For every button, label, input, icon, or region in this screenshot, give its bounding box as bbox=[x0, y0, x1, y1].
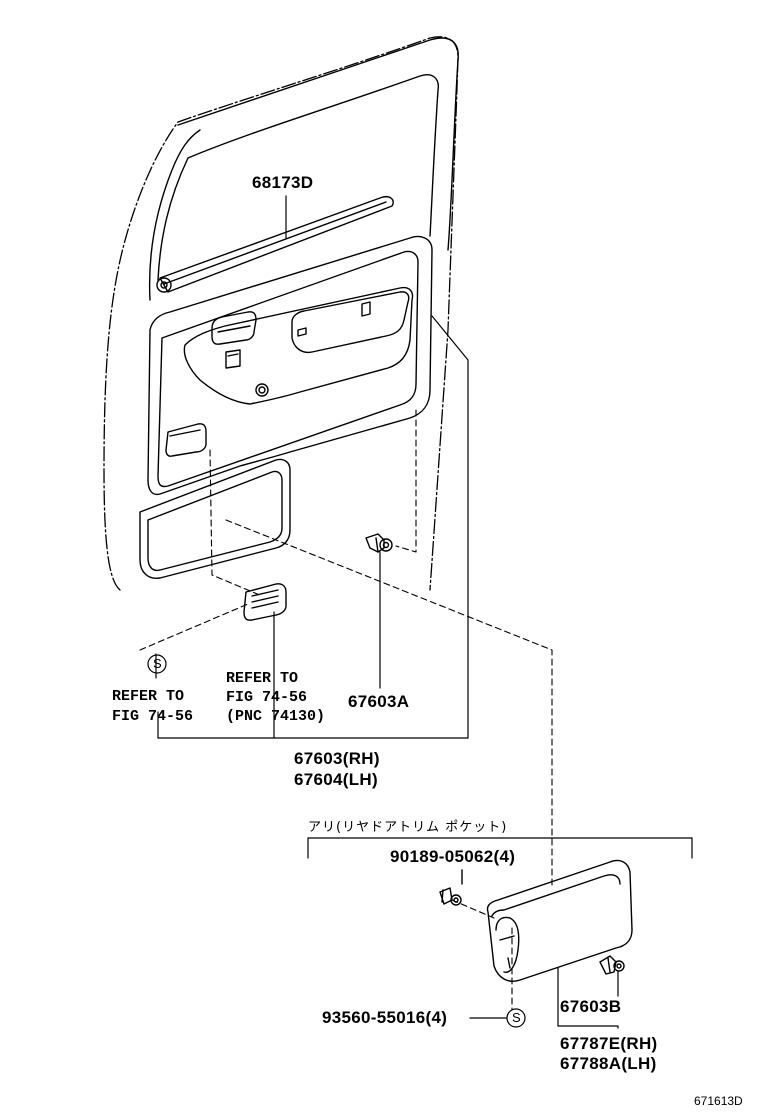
door-trim-panel bbox=[147, 235, 433, 496]
screw-part bbox=[439, 869, 463, 906]
s-symbol-circles bbox=[147, 654, 526, 1028]
window-frame bbox=[148, 37, 459, 301]
lower-door-card bbox=[139, 458, 291, 579]
label-clip-67603b: 67603B bbox=[560, 997, 622, 1016]
clip-67603a bbox=[365, 533, 393, 553]
power-switch-part bbox=[243, 583, 287, 621]
ref-right-line2: FIG 74-56 bbox=[226, 689, 308, 706]
label-weatherstrip: 68173D bbox=[252, 173, 314, 192]
ref-right-line3: (PNC 74130) bbox=[226, 708, 326, 725]
label-nut: 93560-55016(4) bbox=[322, 1008, 448, 1027]
ref-left-line2: FIG 74-56 bbox=[112, 708, 194, 725]
label-pocket-group: アリ(リヤドアトリム ポケット) bbox=[308, 820, 508, 835]
s-symbol-lower: S bbox=[512, 1010, 521, 1025]
door-frame-outline bbox=[103, 36, 459, 591]
leader-lines-lower bbox=[469, 967, 619, 1029]
label-clip-67603a: 67603A bbox=[348, 692, 410, 711]
s-symbol-upper: S bbox=[153, 656, 162, 671]
assembly-dashed-lines bbox=[139, 409, 553, 1011]
diagram-id: 671613D bbox=[694, 1094, 743, 1108]
ref-left-line1: REFER TO bbox=[112, 688, 185, 705]
clip-67603b bbox=[599, 955, 625, 975]
ref-right-line1: REFER TO bbox=[226, 670, 299, 687]
label-pocket-rh: 67787E(RH) bbox=[560, 1034, 658, 1053]
door-pocket-part bbox=[486, 859, 633, 982]
label-trim-lh: 67604(LH) bbox=[294, 770, 378, 789]
label-trim-rh: 67603(RH) bbox=[294, 749, 380, 768]
label-pocket-lh: 67788A(LH) bbox=[560, 1054, 657, 1073]
weatherstrip-part bbox=[156, 196, 394, 293]
label-screw: 90189-05062(4) bbox=[390, 847, 516, 866]
leader-lines-upper bbox=[155, 195, 469, 739]
pocket-group-bracket bbox=[307, 837, 693, 859]
